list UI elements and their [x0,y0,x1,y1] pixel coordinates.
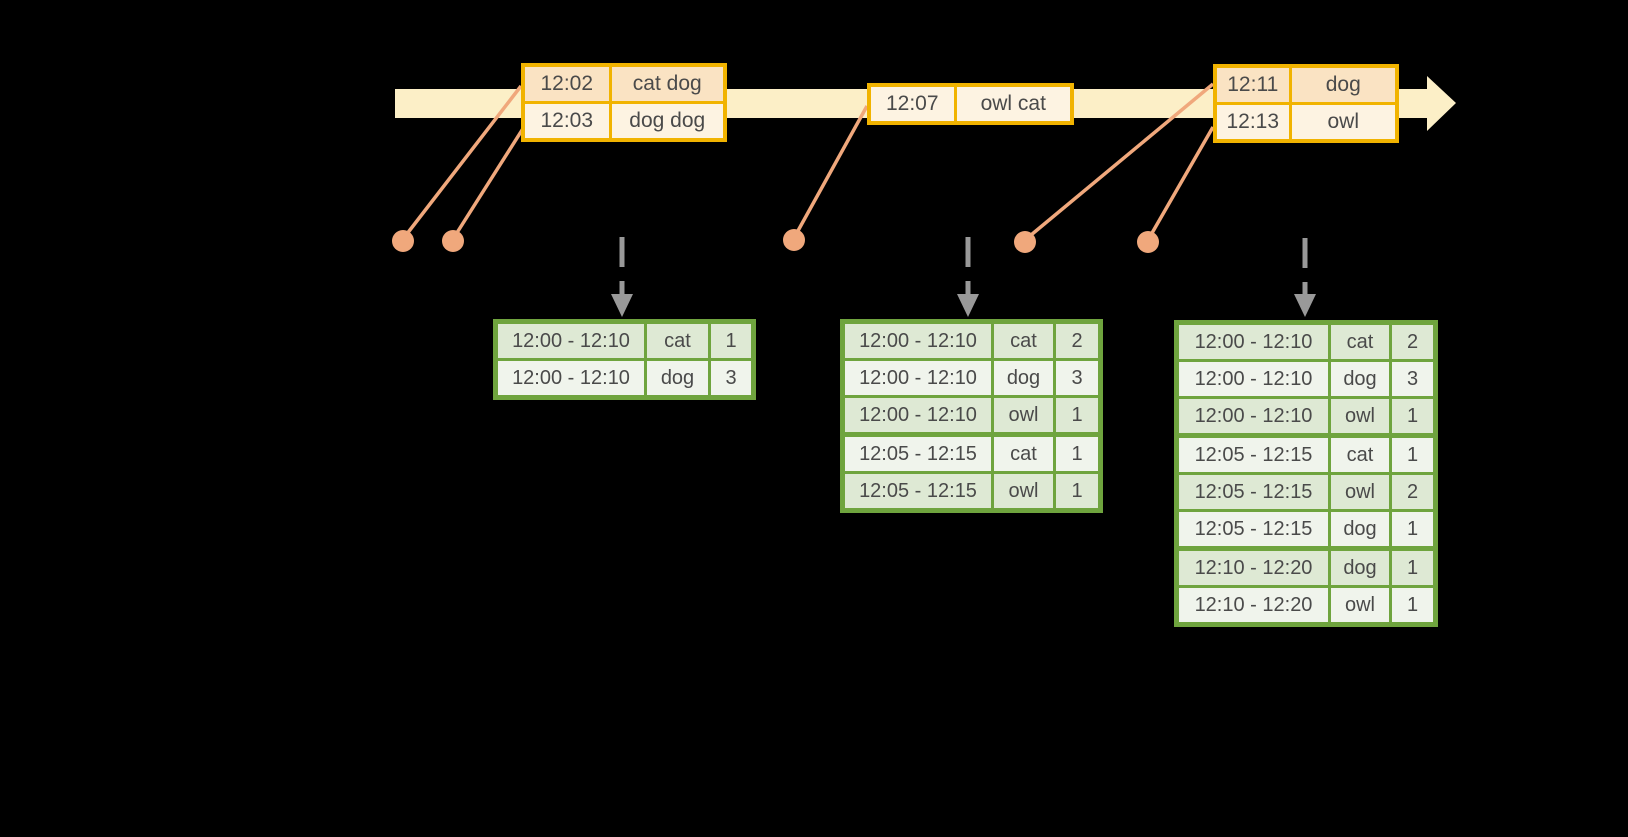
event-marker-dot [1014,231,1036,253]
event-marker-dot [392,230,414,252]
window-cell: 12:05 - 12:15 [1175,433,1331,475]
result-row: 12:00 - 12:10 dog 3 [494,358,755,399]
word-cell: owl [991,471,1056,512]
result-row: 12:00 - 12:10 owl 1 [1175,396,1437,437]
result-row: 12:10 - 12:20 dog 1 [1175,546,1437,588]
word-cell: dog [1328,359,1392,399]
count-cell: 1 [1389,396,1437,437]
word-cell: cat [1328,433,1392,475]
result-row: 12:00 - 12:10 cat 2 [1175,321,1437,362]
event-table-3: 12:11 dog 12:13 owl [1213,64,1399,143]
event-time-cell: 12:07 [867,83,957,125]
event-row: 12:11 dog [1213,64,1399,105]
event-row: 12:13 owl [1213,102,1399,143]
event-row: 12:02 cat dog [521,63,727,104]
count-cell: 2 [1389,472,1437,512]
result-row: 12:05 - 12:15 owl 2 [1175,472,1437,512]
result-row: 12:05 - 12:15 cat 1 [1175,433,1437,475]
event-connector-line [401,84,523,241]
event-words-cell: owl cat [953,83,1074,125]
event-table-2: 12:07 owl cat [867,83,1074,125]
event-words-cell: dog [1288,64,1399,105]
event-connector-line [792,105,869,239]
event-time-cell: 12:03 [521,101,612,142]
count-cell: 1 [1389,585,1437,626]
window-cell: 12:00 - 12:10 [841,358,994,398]
count-cell: 2 [1053,320,1102,361]
word-cell: cat [991,320,1056,361]
result-row: 12:00 - 12:10 cat 2 [841,320,1102,361]
event-marker-dots [392,229,1159,253]
trigger-arrowheads [611,294,1316,317]
count-cell: 2 [1389,321,1437,362]
word-cell: owl [1328,396,1392,437]
word-cell: dog [991,358,1056,398]
result-table-3: 12:00 - 12:10 cat 2 12:00 - 12:10 dog 3 … [1174,320,1438,627]
result-table-2: 12:00 - 12:10 cat 2 12:00 - 12:10 dog 3 … [840,319,1103,513]
event-time-cell: 12:02 [521,63,612,104]
count-cell: 1 [1389,433,1437,475]
window-cell: 12:00 - 12:10 [494,358,647,399]
window-cell: 12:05 - 12:15 [841,471,994,512]
word-cell: cat [644,320,711,361]
window-cell: 12:05 - 12:15 [841,432,994,474]
result-row: 12:00 - 12:10 cat 1 [494,320,755,361]
event-words-cell: cat dog [608,63,727,104]
count-cell: 1 [1389,546,1437,588]
word-cell: owl [991,395,1056,436]
word-cell: dog [644,358,711,399]
trigger-arrows [619,237,1308,294]
result-row: 12:05 - 12:15 cat 1 [841,432,1102,474]
word-cell: dog [1328,546,1392,588]
result-table-1: 12:00 - 12:10 cat 1 12:00 - 12:10 dog 3 [493,319,756,400]
word-cell: owl [1328,472,1392,512]
word-cell: cat [1328,321,1392,362]
window-cell: 12:10 - 12:20 [1175,546,1331,588]
count-cell: 1 [1053,432,1102,474]
result-row: 12:00 - 12:10 dog 3 [1175,359,1437,399]
result-row: 12:05 - 12:15 owl 1 [841,471,1102,512]
word-cell: cat [991,432,1056,474]
event-row: 12:07 owl cat [867,83,1074,125]
result-row: 12:10 - 12:20 owl 1 [1175,585,1437,626]
event-table-1: 12:02 cat dog 12:03 dog dog [521,63,727,142]
event-connector-line [1146,126,1215,241]
count-cell: 3 [1053,358,1102,398]
word-cell: owl [1328,585,1392,626]
window-cell: 12:05 - 12:15 [1175,472,1331,512]
event-time-cell: 12:11 [1213,64,1292,105]
timeline-arrowhead-icon [1427,76,1456,131]
event-time-cell: 12:13 [1213,102,1292,143]
count-cell: 1 [1053,395,1102,436]
trigger-arrowhead-icon [1294,294,1316,317]
result-row: 12:00 - 12:10 owl 1 [841,395,1102,436]
word-cell: dog [1328,509,1392,550]
window-cell: 12:00 - 12:10 [1175,321,1331,362]
window-cell: 12:00 - 12:10 [494,320,647,361]
event-marker-dot [1137,231,1159,253]
window-cell: 12:00 - 12:10 [841,395,994,436]
window-cell: 12:10 - 12:20 [1175,585,1331,626]
count-cell: 3 [1389,359,1437,399]
event-marker-dot [442,230,464,252]
event-words-cell: dog dog [608,101,727,142]
count-cell: 1 [1389,509,1437,550]
event-marker-dot [783,229,805,251]
window-cell: 12:00 - 12:10 [841,320,994,361]
result-row: 12:00 - 12:10 dog 3 [841,358,1102,398]
trigger-arrowhead-icon [957,294,979,317]
count-cell: 1 [1053,471,1102,512]
event-words-cell: owl [1288,102,1399,143]
event-row: 12:03 dog dog [521,101,727,142]
result-row: 12:05 - 12:15 dog 1 [1175,509,1437,550]
window-cell: 12:05 - 12:15 [1175,509,1331,550]
window-cell: 12:00 - 12:10 [1175,359,1331,399]
event-connector-line [451,126,526,240]
window-cell: 12:00 - 12:10 [1175,396,1331,437]
count-cell: 3 [708,358,755,399]
count-cell: 1 [708,320,755,361]
trigger-arrowhead-icon [611,294,633,317]
